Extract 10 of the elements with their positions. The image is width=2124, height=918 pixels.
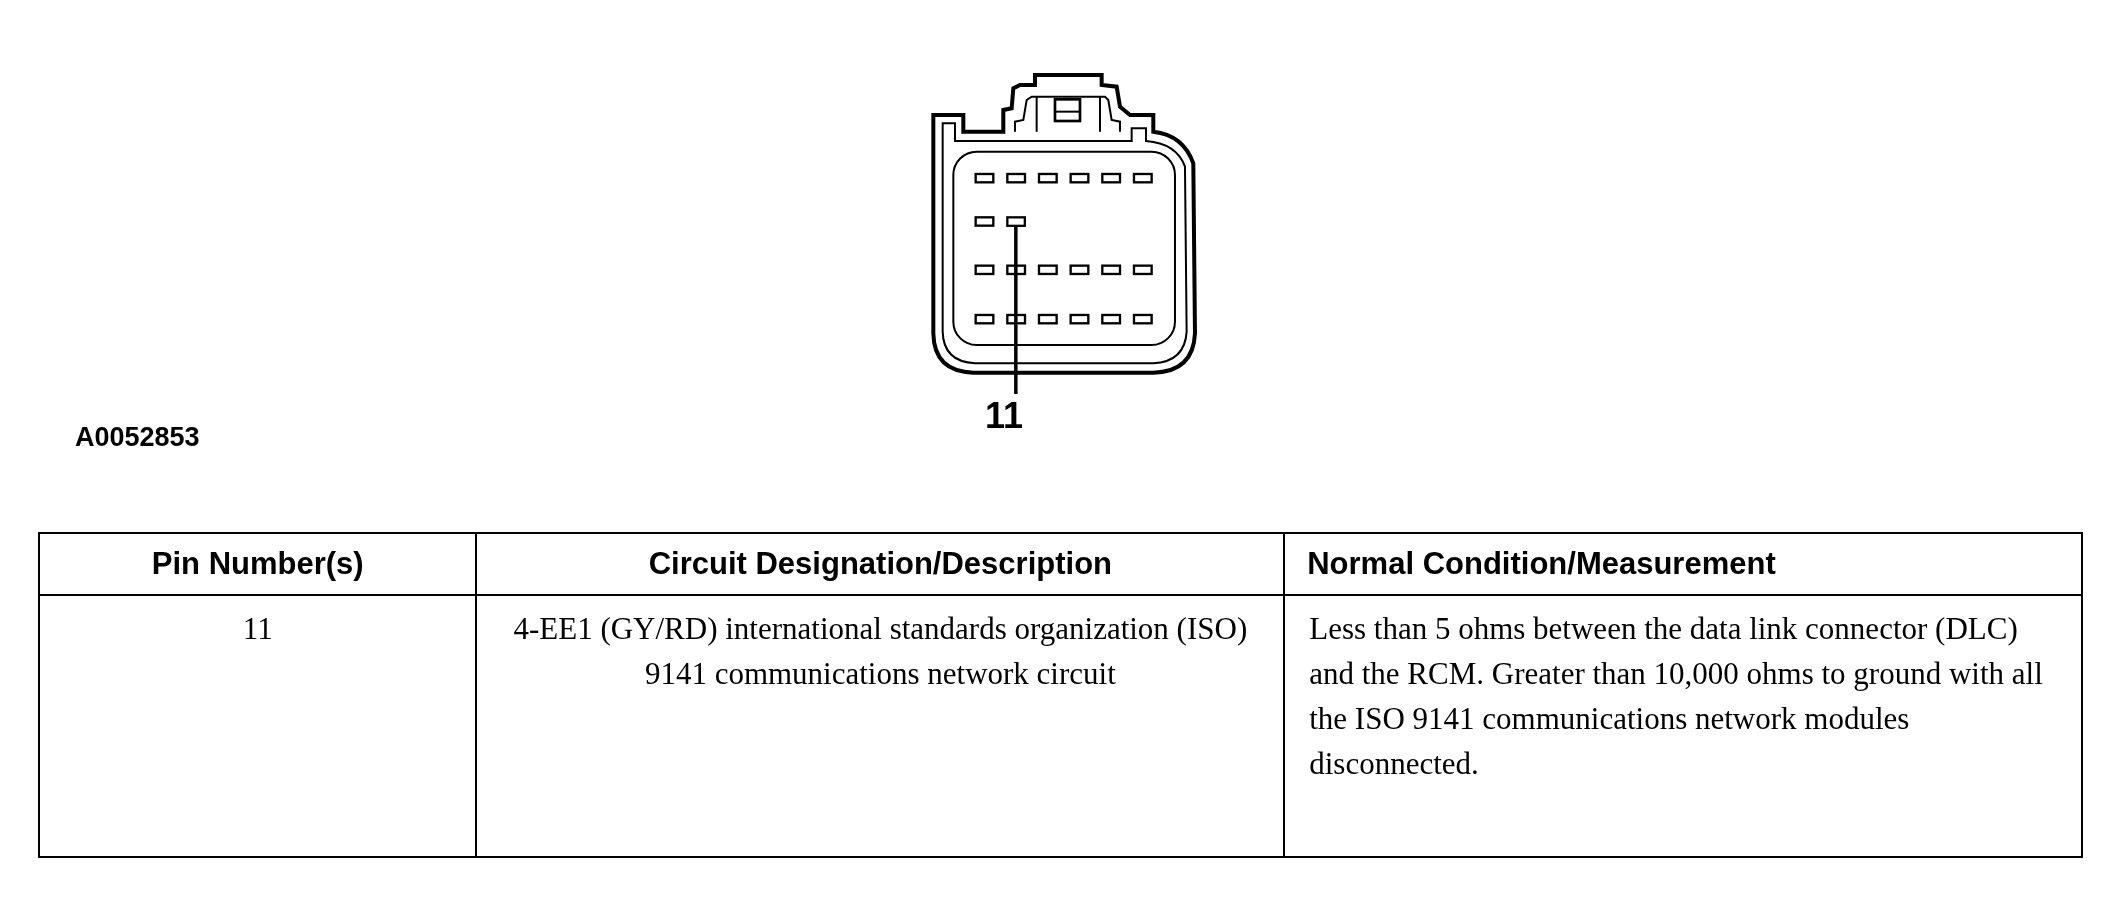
figure-number: A0052853 xyxy=(75,422,200,453)
table-cell: 11 xyxy=(39,595,477,857)
column-header: Pin Number(s) xyxy=(39,533,477,595)
column-header: Circuit Designation/Description xyxy=(476,533,1285,595)
table-cell: Less than 5 ohms between the data link connector (DLC) and the RCM. Greater than 10,000 ohms to ground with all the ISO 9141 communications network modules disconnected. xyxy=(1284,595,2082,857)
leader-line xyxy=(1014,225,1018,394)
callout-number: 11 xyxy=(985,396,1024,436)
column-header: Normal Condition/Measurement xyxy=(1284,533,2082,595)
table-cell: 4-EE1 (GY/RD) international standards organization (ISO) 9141 communications network circuit xyxy=(476,595,1285,857)
pin-terminal xyxy=(1006,216,1026,227)
